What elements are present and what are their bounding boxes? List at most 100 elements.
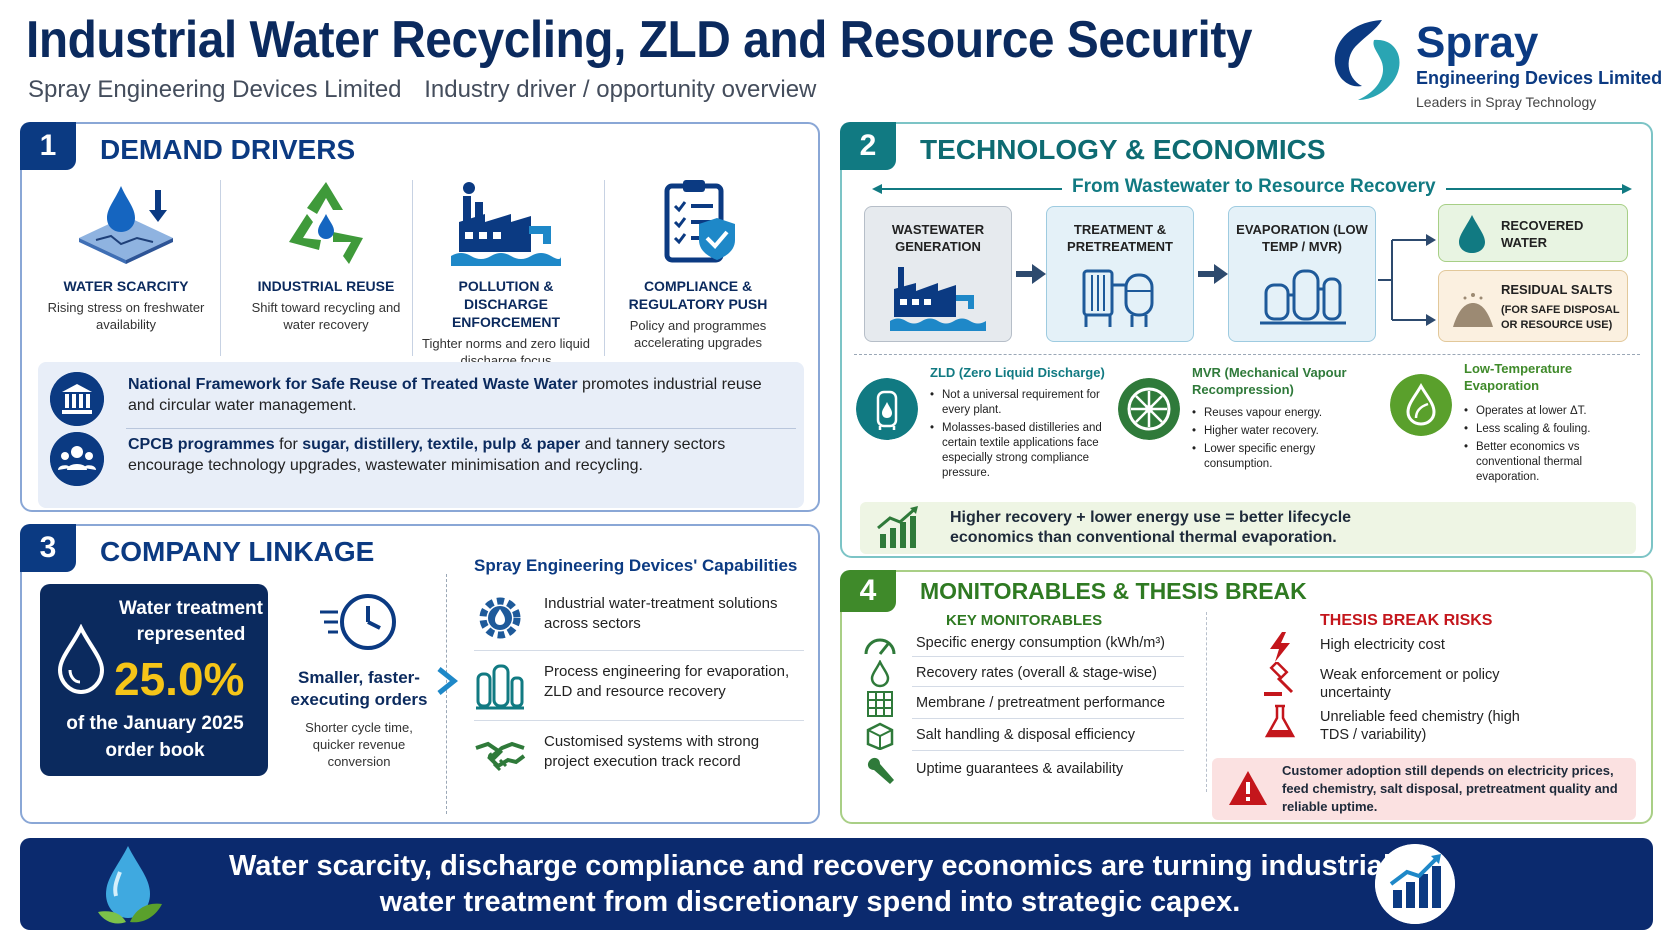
subtitle-text: Industry driver / opportunity overview [424,76,817,103]
people-group-icon [50,432,104,486]
output-title: RECOVERED WATER [1501,218,1584,250]
tech-title: ZLD (Zero Liquid Discharge) [930,365,1105,380]
page-title: Industrial Water Recycling, ZLD and Reso… [26,11,1252,69]
tech-bullet: Molasses-based distilleries and certain … [930,421,1106,481]
monitorables-title: KEY MONITORABLES [946,612,1103,629]
leaf-drop-icon [1390,374,1452,436]
water-drop-outline-icon [870,660,890,688]
flow-step-title: EVAPORATION (LOW TEMP / MVR) [1236,222,1368,254]
section-title: TECHNOLOGY & ECONOMICS [920,134,1326,165]
monitorable-item: Membrane / pretreatment performance [862,690,1180,720]
company-logo: Spray Engineering Devices Limited Leader… [1328,16,1662,116]
faster-orders-block: Smaller, faster-executing orders Shorter… [284,590,434,770]
handshake-icon [475,741,526,772]
divider [126,428,796,429]
flow-label: From Wastewater to Resource Recovery [1062,176,1446,198]
section-number-badge: 2 [840,122,896,170]
tech-bullet: Operates at lower ΔT. [1464,404,1634,419]
section-monitorables: 4 MONITORABLES & THESIS BREAK KEY MONITO… [840,570,1653,824]
driver-title: COMPLIANCE & REGULATORY PUSH [628,278,768,312]
card-label-top: Water treatment represented [119,598,263,645]
tech-bullet: Lower specific energy consumption. [1192,442,1352,472]
risk-text: High electricity cost [1320,637,1445,653]
order-book-percent: 25.0% [114,653,245,705]
tech-bullets: Not a universal requirement for every pl… [930,388,1106,484]
monitorable-item: Specific energy consumption (kWh/m³) [862,630,1180,660]
monitorable-text: Membrane / pretreatment performance [916,695,1166,711]
section-number-badge: 1 [20,122,76,170]
tech-bullet: Higher water recovery. [1192,424,1352,439]
flow-arrow-icon [1016,264,1046,284]
order-book-card: Water treatment represented 25.0% of the… [40,584,268,776]
capability-text: Industrial water-treatment solutions acr… [544,595,778,632]
risk-text: Weak enforcement or policy uncertainty [1320,667,1500,701]
divider [604,180,605,356]
growth-chart-icon [1375,844,1455,924]
capability-item: Industrial water-treatment solutions acr… [474,588,804,648]
flow-step-title: WASTEWATER GENERATION [891,222,985,254]
lightning-bolt-icon [1270,632,1290,662]
footer-text: Water scarcity, discharge compliance and… [228,850,1391,918]
monitorable-item: Recovery rates (overall & stage-wise) [862,660,1180,690]
page-subtitle: Spray Engineering Devices Limited Indust… [28,76,816,104]
cycle-desc: Shorter cycle time, quicker revenue conv… [305,720,413,769]
government-building-icon [50,372,104,426]
salt-pile-icon [1453,293,1493,327]
zld-tank-icon [856,378,918,440]
water-scarcity-icon [79,186,173,264]
cpcb-sectors: sugar, distillery, textile, pulp & paper [302,436,581,453]
cycle-title: Smaller, faster-executing orders [290,668,428,709]
driver-industrial-reuse: INDUSTRIAL REUSE Shift toward recycling … [236,176,416,333]
divider [912,718,1184,719]
water-drop-icon [1459,215,1485,253]
divider [912,686,1184,687]
logo-name: Spray [1416,18,1539,67]
framework-text: promotes industrial reuse and circular w… [128,376,762,414]
driver-title: INDUSTRIAL REUSE [257,278,395,294]
output-recovered-water: RECOVERED WATER [1438,204,1628,262]
evaporator-icon [1260,269,1346,325]
risk-text: Unreliable feed chemistry (high TDS / va… [1320,709,1520,743]
monitorable-text: Specific energy consumption (kWh/m³) [916,635,1165,651]
tech-title: Low-Temperature Evaporation [1464,361,1573,393]
wrench-icon [867,757,894,784]
driver-pollution-enforcement: POLLUTION & DISCHARGE ENFORCEMENT Tighte… [416,176,596,369]
tech-title: MVR (Mechanical Vapour Recompression) [1192,365,1347,397]
flow-step-evaporation: EVAPORATION (LOW TEMP / MVR) [1228,206,1376,342]
spray-logo-icon [1334,20,1400,100]
section-number-badge: 4 [840,570,896,612]
economics-text: Higher recovery + lower energy use = bet… [950,509,1352,546]
split-arrow-icon [1378,234,1436,326]
warning-triangle-icon [1229,771,1267,805]
divider [474,650,804,651]
flow-step-treatment: TREATMENT & PRETREATMENT [1046,206,1194,342]
tech-bullets: Reuses vapour energy. Higher water recov… [1192,406,1352,475]
monitorable-text: Recovery rates (overall & stage-wise) [916,665,1157,681]
driver-title: WATER SCARCITY [63,278,189,294]
section-title: COMPANY LINKAGE [100,536,375,567]
section-title: MONITORABLES & THESIS BREAK [920,578,1307,604]
chevron-right-icon [437,667,458,695]
cube-box-icon [866,722,894,750]
tech-bullet: Reuses vapour energy. [1192,406,1352,421]
capability-text: Process engineering for evaporation, ZLD… [544,663,790,700]
tech-bullet: Better economics vs conventional thermal… [1464,440,1634,485]
membrane-grid-icon [867,691,893,717]
logo-subtitle: Engineering Devices Limited [1416,68,1663,88]
adoption-warning-box: Customer adoption still depends on elect… [1212,758,1636,820]
card-label-bottom: of the January 2025 order book [66,713,244,761]
capability-item: Customised systems with strong project e… [474,726,804,786]
driver-desc: Rising stress on freshwater availability [47,300,205,332]
framework-name: National Framework for Safe Reuse of Tre… [128,376,578,393]
monitorable-item: Uptime guarantees & availability [862,756,1180,786]
monitorable-text: Uptime guarantees & availability [916,761,1124,777]
divider [474,720,804,721]
output-subtitle: (FOR SAFE DISPOSAL OR RESOURCE USE) [1501,304,1620,331]
capability-item: Process engineering for evaporation, ZLD… [474,656,804,716]
output-residual-salts: RESIDUAL SALTS (FOR SAFE DISPOSAL OR RES… [1438,270,1628,342]
factory-discharge-icon [451,182,561,266]
lab-flask-icon [1264,704,1296,738]
economics-banner: Higher recovery + lower energy use = bet… [860,502,1636,554]
flow-step-wastewater: WASTEWATER GENERATION [864,206,1012,342]
recycle-icon [289,182,363,264]
